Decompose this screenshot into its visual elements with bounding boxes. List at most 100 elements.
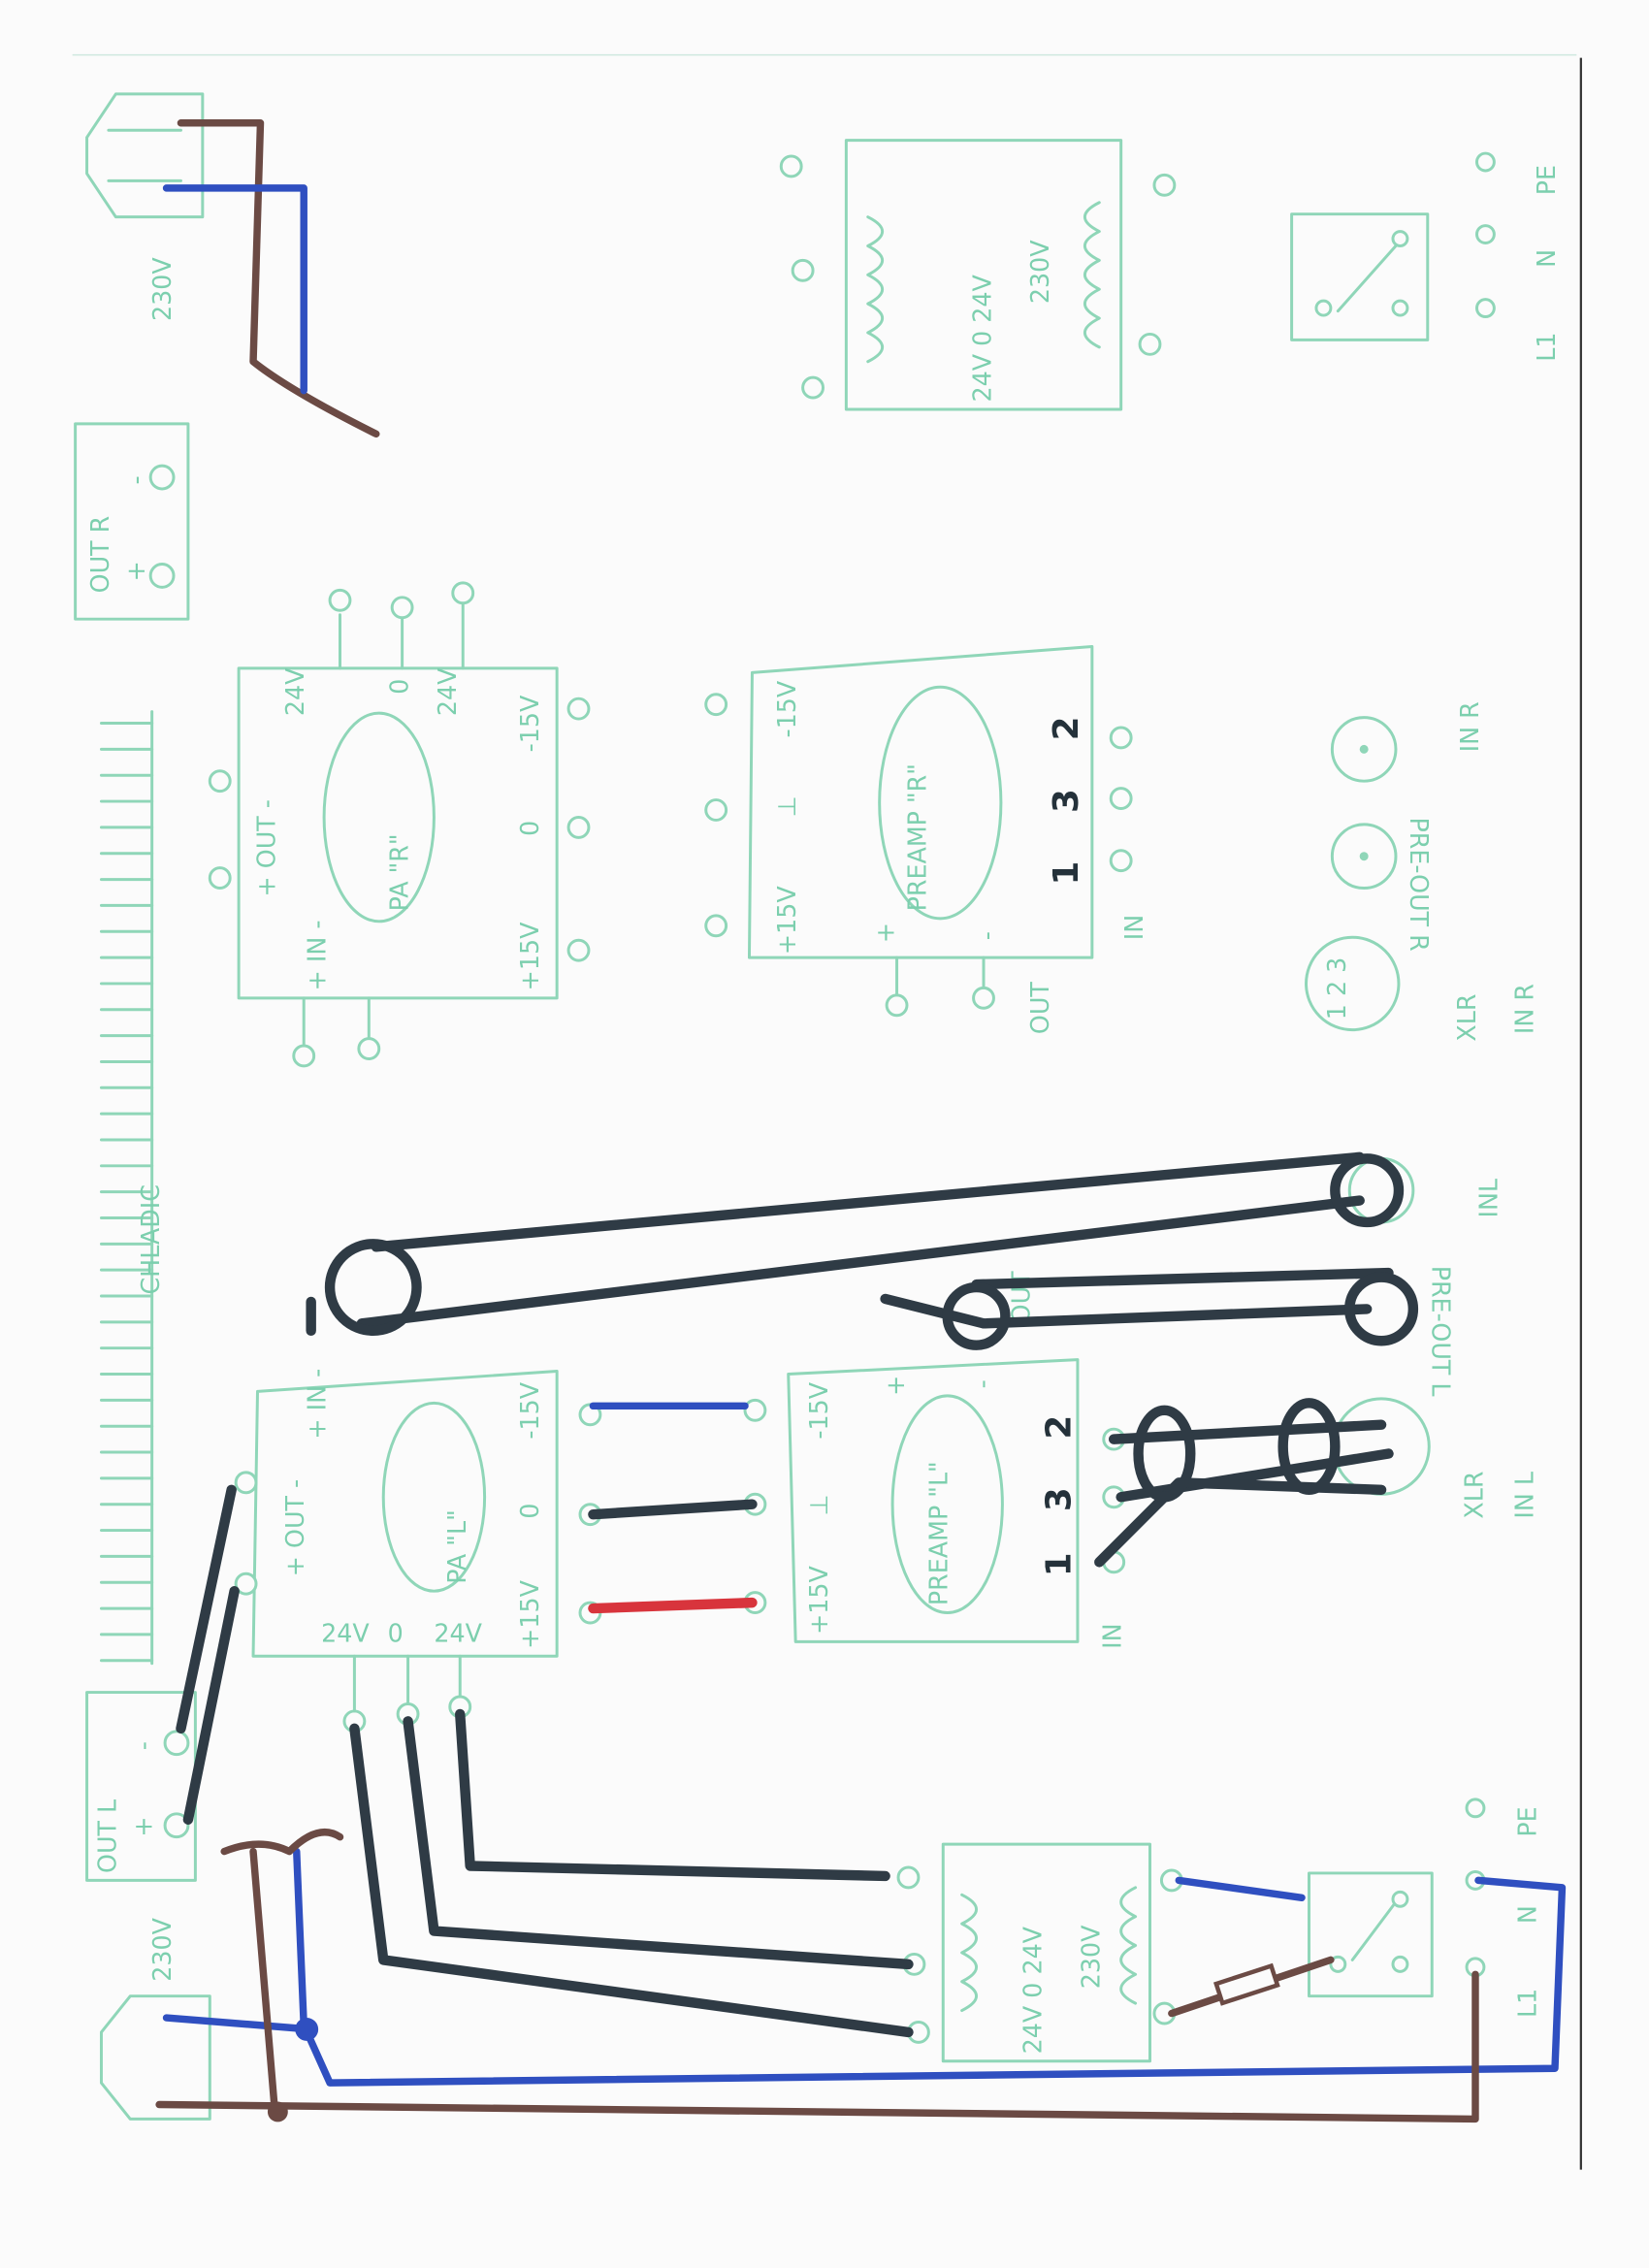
wire-out-l-plus (182, 1585, 240, 1825)
transformer-top-primary: 230V (1025, 240, 1054, 304)
preamp-l-pos15: +15V (804, 1565, 833, 1634)
wire-pos15 (588, 1597, 758, 1614)
wire-live (155, 1970, 1479, 2123)
preamp-r-pos15: +15V (772, 886, 801, 955)
wire-gnd (588, 1499, 758, 1520)
pa-l-0: 0 (388, 1618, 404, 1647)
out-l-minus: - (129, 1741, 158, 1750)
out-l-plus: + (129, 1816, 158, 1836)
pa-r-in: + IN - (303, 920, 332, 990)
mains-switch-top: L1 N PE (1290, 151, 1561, 362)
xlr-in-r (1305, 935, 1401, 1032)
transformer-bottom: 24V 0 24V 230V (896, 1842, 1183, 2063)
pa-r-name: PA "R" (385, 833, 414, 911)
pa-r-24v-b: 24V (433, 667, 462, 716)
mains-top-voltage: 230V (147, 257, 177, 321)
wire-live-stub (249, 1847, 279, 2116)
preamp-r-out: OUT (1025, 982, 1054, 1034)
xlr-r-label: XLR (1452, 994, 1481, 1042)
switch-top-pe: PE (1532, 165, 1561, 195)
pa-l-24v-a: 24V (321, 1618, 370, 1647)
preamp-r-plus: + (871, 923, 900, 943)
preamp-l-neg15: -15V (804, 1381, 833, 1439)
transformer-top: 24V 0 24V 230V (779, 139, 1177, 411)
power-amp-right: PA "R" 24V 0 24V -15V 0 +15V + OUT - + I… (208, 581, 591, 1068)
wire-preout-ring-a (942, 1281, 1011, 1350)
preamp-l-minus: - (967, 1379, 996, 1388)
wire-preout-l-a (971, 1267, 1394, 1290)
out-r-minus: - (121, 475, 150, 484)
pa-r-0: 0 (385, 679, 414, 695)
wire-xlr-ring-b (1277, 1398, 1341, 1496)
preamp-r-minus: - (972, 931, 1001, 940)
preamp-l-gnd: ⊥ (804, 1495, 833, 1516)
preamp-r-neg15: -15V (772, 680, 801, 737)
pa-r-out: + OUT - (251, 799, 280, 896)
transformer-bottom-secondary: 24V 0 24V (1018, 1926, 1048, 2054)
pa-l-name: PA "L" (442, 1509, 471, 1583)
wire-live-curl (220, 1828, 344, 1856)
wire-out-l-minus (176, 1484, 237, 1734)
mains-bottom-voltage: 230V (147, 1917, 177, 1981)
wire-in-l-signal (371, 1151, 1365, 1252)
xlr-r-in-label: IN R (1510, 984, 1539, 1034)
pa-r-neg15: -15V (515, 695, 544, 752)
wire-preout-l-c (880, 1293, 989, 1329)
wire-0v (403, 1716, 914, 1970)
pa-r-zero: 0 (515, 821, 544, 836)
pa-l-pos15: +15V (515, 1579, 544, 1648)
pa-r-pos15: +15V (515, 922, 544, 990)
preamp-l-pin3: 3 (1039, 1487, 1079, 1511)
switch-bottom-l1: L1 (1513, 1989, 1542, 2018)
xlr-l-in-label: IN L (1510, 1472, 1539, 1519)
neutral-junction (295, 2018, 319, 2041)
preamp-r-name: PREAMP "R" (902, 763, 931, 911)
out-r-label: OUT R (85, 516, 114, 594)
pa-l-neg15: -15V (515, 1381, 544, 1439)
mains-switch-bottom: L1 N PE (1308, 1798, 1542, 2018)
wire-preout-ring-b (1344, 1272, 1419, 1346)
pa-r-24v-a: 24V (280, 667, 309, 716)
out-l-label: OUT L (92, 1799, 121, 1873)
wire-neutral (293, 1847, 1567, 2087)
wire-in-l-return (356, 1195, 1365, 1329)
switch-bottom-pe: PE (1513, 1806, 1542, 1836)
mains-inlet-top: 230V (85, 92, 380, 438)
pa-l-in: + IN - (303, 1369, 332, 1440)
preamp-l-name: PREAMP "L" (924, 1461, 954, 1605)
wire-in-l-ring (1330, 1153, 1405, 1228)
preamp-l-plus: + (881, 1376, 910, 1396)
heatsink-chladic: CHLADIC (99, 710, 165, 1666)
wire-24v-a (349, 1723, 914, 2038)
wire-primary-n (1175, 1876, 1306, 1902)
transformer-top-secondary: 24V 0 24V (967, 275, 996, 403)
live-junction (267, 2101, 288, 2122)
wire-xlr-pin2 (1108, 1419, 1387, 1444)
jack-in-r-dot (1359, 744, 1369, 754)
switch-top-l1: L1 (1532, 333, 1561, 362)
preamp-l-pin2: 2 (1039, 1415, 1079, 1440)
preamp-r-gnd: ⊥ (772, 795, 801, 817)
preamp-l-pin1: 1 (1039, 1552, 1079, 1576)
wires (155, 1151, 1567, 2123)
wire-shield-ring (324, 1239, 422, 1337)
in-r-label: IN R (1455, 701, 1484, 752)
xlr-in-l (1332, 1397, 1431, 1496)
wire-24v-b (455, 1708, 890, 1882)
switch-top-n: N (1532, 249, 1561, 268)
wire-preout-l-b (978, 1304, 1373, 1329)
wire-xlr-ring-a (1133, 1405, 1196, 1503)
preamp-r-in: IN (1119, 915, 1148, 940)
preamp-left: PREAMP "L" -15V ⊥ +15V + - OUT 1 3 2 IN (743, 1271, 1127, 1649)
preamp-r-pin2: 2 (1047, 717, 1086, 741)
switch-bottom-n: N (1513, 1905, 1542, 1924)
power-amp-left: PA "L" + IN - + OUT - -15V 0 +15V 24V 0 … (234, 1369, 602, 1733)
preamp-r-pin3: 3 (1047, 789, 1086, 813)
preamp-r-pin1: 1 (1047, 861, 1086, 886)
preamp-l-in: IN (1098, 1623, 1127, 1648)
connectors-right: IN R PRE-OUT R 1 2 3 XLR IN R (1305, 701, 1539, 1042)
preout-r-label: PRE-OUT R (1405, 817, 1434, 951)
preout-l-label: PRE-OUT L (1426, 1266, 1455, 1397)
